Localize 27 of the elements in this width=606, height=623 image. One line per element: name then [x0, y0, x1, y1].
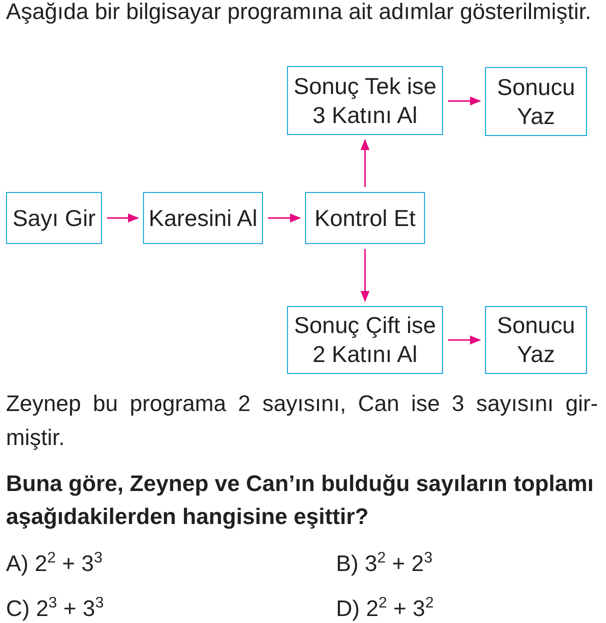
answer-option: B) 3$^{2}$ + 2$^{3}$	[336, 550, 596, 578]
arrow	[448, 96, 481, 106]
intro-text: Aşağıda bir bilgisayar programına ait adımlar gösterilmiştir.	[6, 0, 592, 24]
process-box	[6, 192, 102, 244]
problem-text: Zeynep bu programa 2 sayısını, Can ise 3 sayısını gir-miştir.	[6, 390, 598, 452]
step-label: Sonuç Çift ise 2 Katını Al	[293, 311, 437, 369]
arrow	[107, 214, 139, 222]
arrow	[360, 249, 370, 302]
answer-option: C) 2$^{3}$ + 3$^{3}$	[6, 595, 306, 623]
answer-option: D) 2$^{2}$ + 3$^{2}$	[336, 595, 596, 623]
step-label: Sayı Gir	[12, 204, 96, 232]
step-label: Sonucu Yaz	[496, 72, 576, 130]
arrow	[360, 139, 370, 187]
step-label: Sonuç Tek ise 3 Katını Al	[292, 72, 438, 130]
process-box	[485, 67, 587, 136]
process-box	[287, 66, 443, 135]
process-box	[143, 192, 263, 244]
step-label: Karesini Al	[148, 204, 258, 232]
answer-option: A) 2$^{2}$ + 3$^{3}$	[6, 550, 306, 578]
process-box	[305, 192, 425, 244]
question-text: Buna göre, Zeynep ve Can’ın bulduğu sayıların toplamı aşağıdakilerden hangisine eşittir?	[6, 470, 595, 531]
step-label: Kontrol Et	[314, 204, 416, 232]
process-box	[287, 306, 443, 374]
process-box	[485, 306, 587, 374]
arrow	[268, 214, 301, 222]
step-label: Sonucu Yaz	[496, 311, 576, 369]
arrow	[448, 336, 481, 344]
